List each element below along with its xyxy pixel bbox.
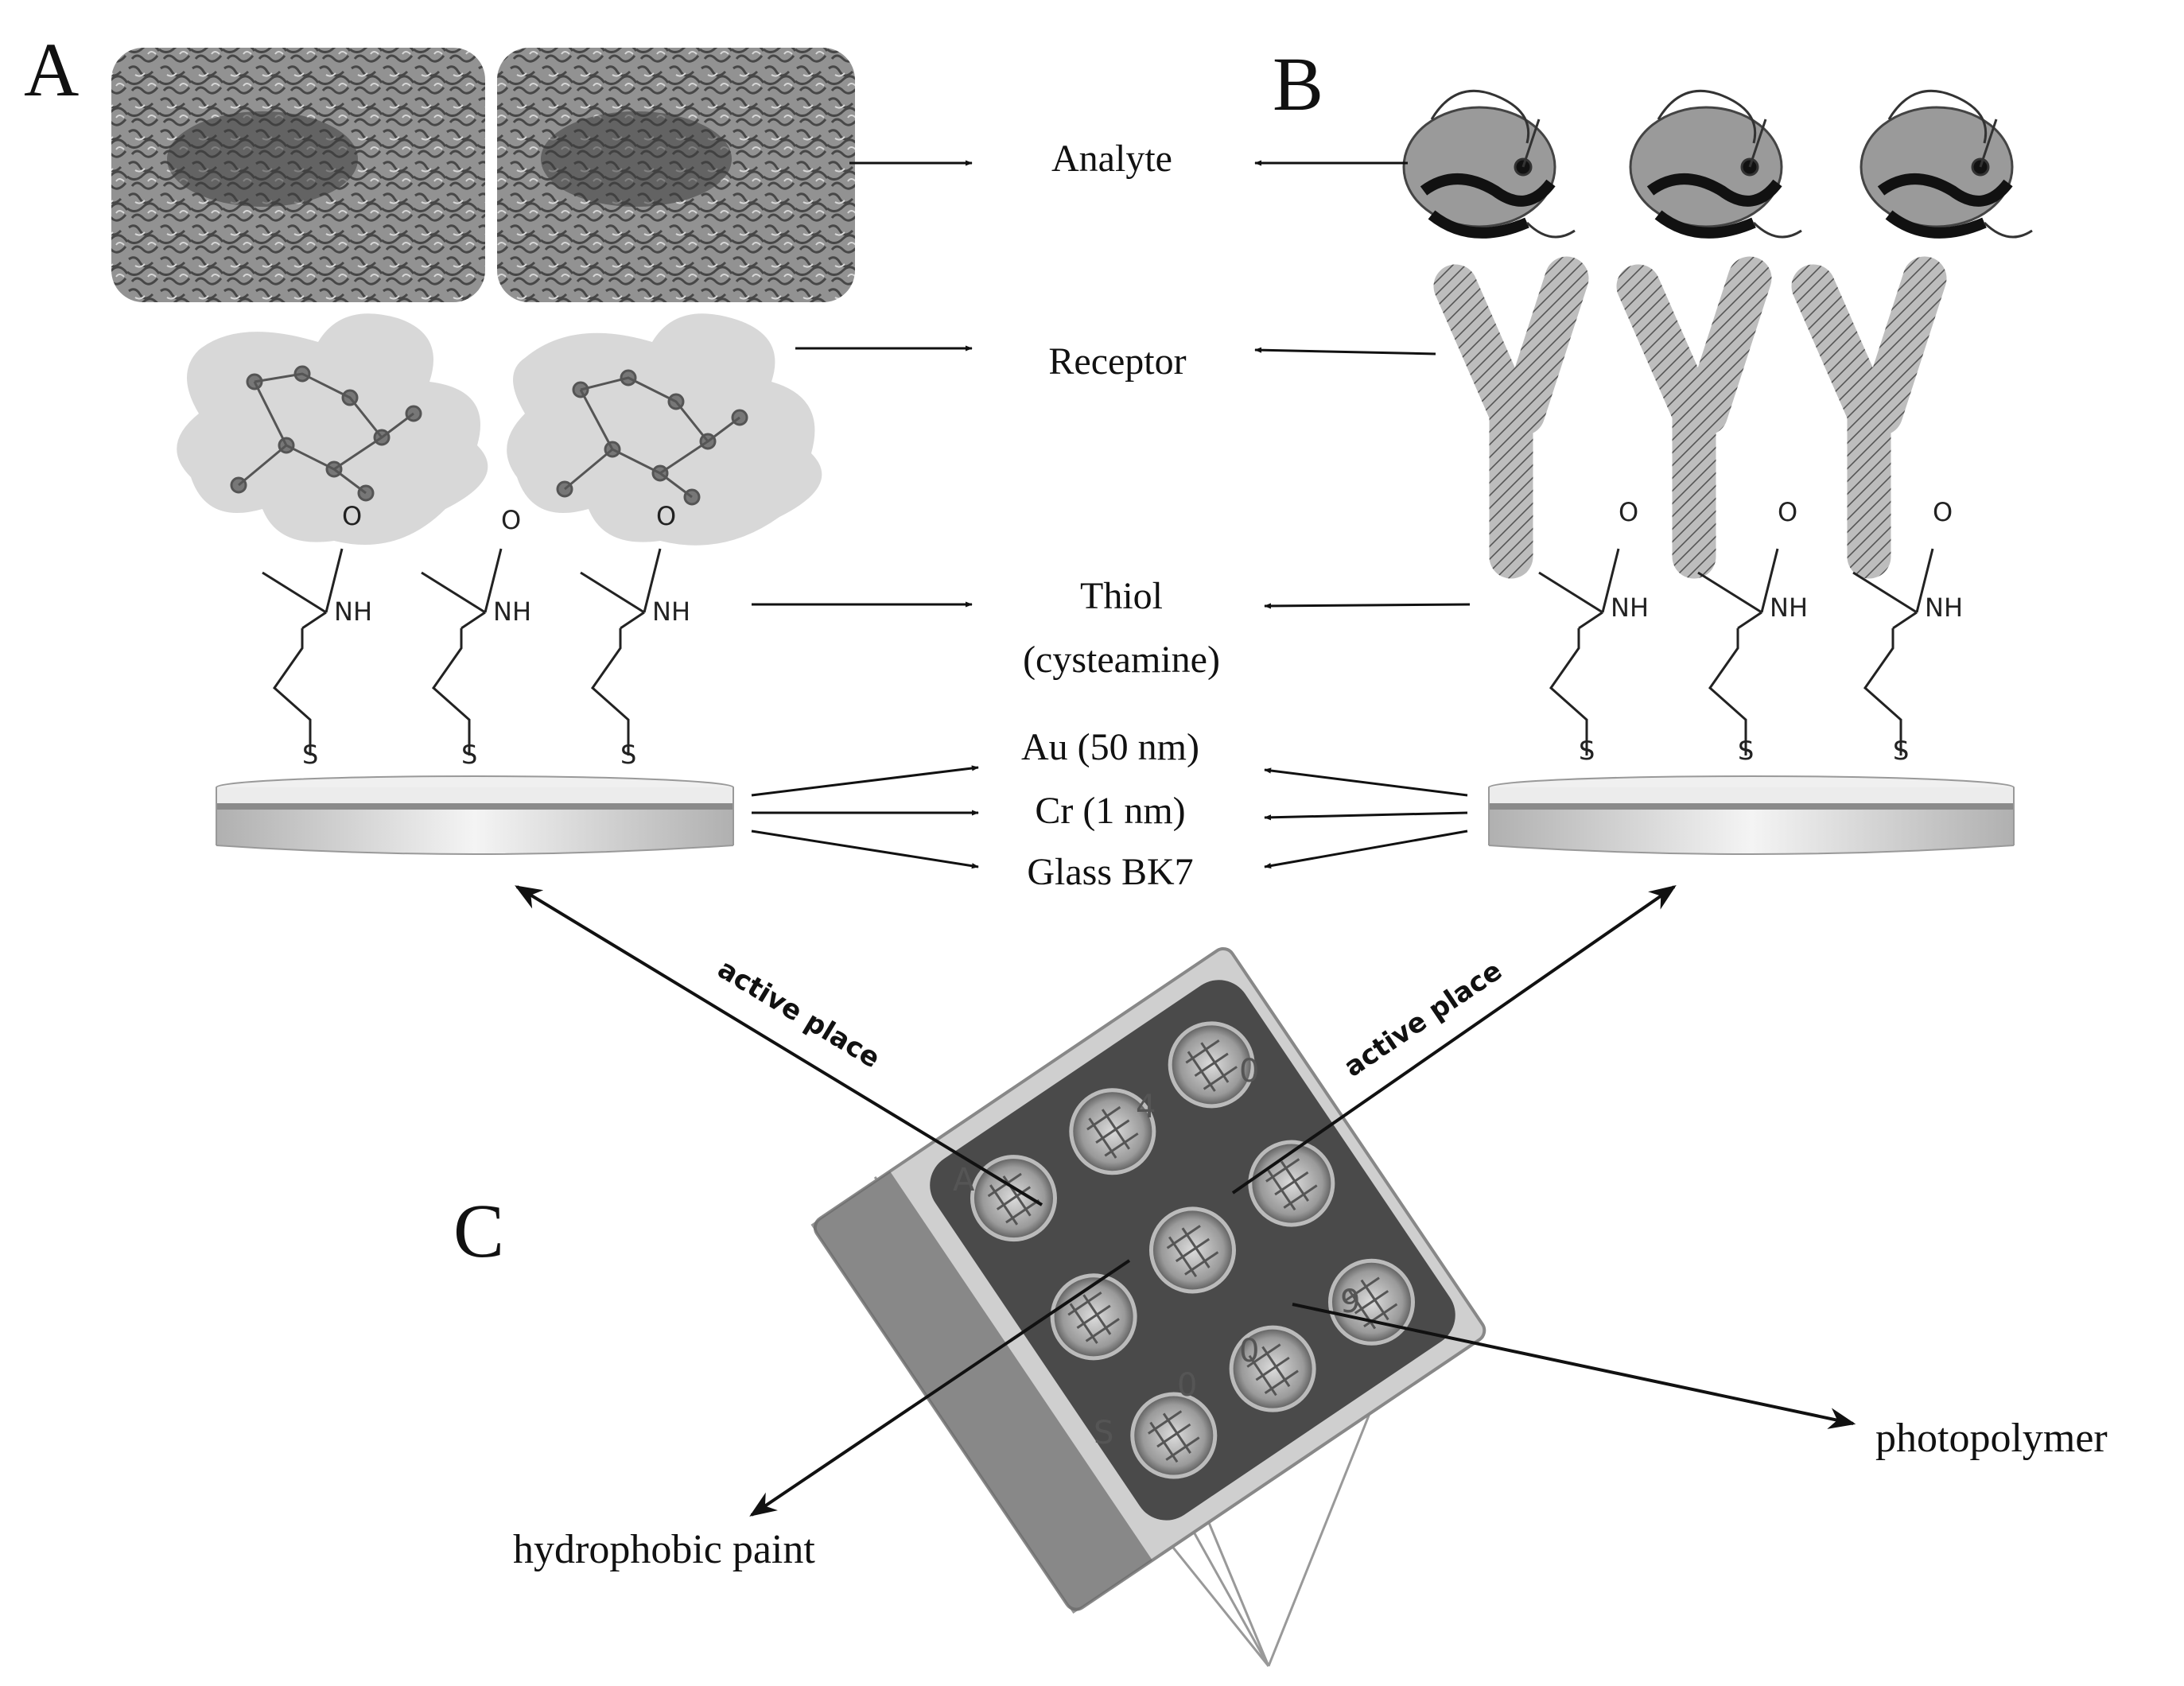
analyte-protein-b3 bbox=[1860, 89, 2033, 239]
arrow-glass-right bbox=[1264, 829, 1468, 869]
amine-label: NH bbox=[1770, 592, 1808, 623]
label-photopolymer: photopolymer bbox=[1875, 1416, 2108, 1461]
label-analyte: Analyte bbox=[1051, 138, 1172, 180]
arrow-active-place-right bbox=[1231, 885, 1677, 1195]
amine-label: NH bbox=[652, 596, 690, 627]
oxygen-label: O bbox=[501, 505, 521, 535]
pointer-arrows bbox=[751, 160, 1471, 869]
chip-mark: 0 bbox=[1239, 1053, 1259, 1090]
amine-label: NH bbox=[334, 596, 372, 627]
label-glass: Glass BK7 bbox=[1027, 851, 1193, 893]
oxygen-label: O bbox=[656, 501, 676, 531]
chip-wells bbox=[970, 1021, 1415, 1479]
substrate-slab-a bbox=[216, 775, 734, 855]
sulfur-label: S bbox=[461, 740, 477, 770]
amine-label: NH bbox=[493, 596, 531, 627]
panel-label-c: C bbox=[453, 1188, 504, 1273]
label-hydrophobic-paint: hydrophobic paint bbox=[513, 1527, 815, 1572]
panel-label-b: B bbox=[1273, 41, 1323, 126]
sulfur-label: S bbox=[1579, 736, 1595, 766]
arrow-active-place-left bbox=[515, 885, 1043, 1206]
label-thiol: Thiol bbox=[1080, 575, 1163, 617]
label-au: Au (50 nm) bbox=[1021, 726, 1199, 768]
chip-mark: 4 bbox=[1136, 1089, 1156, 1125]
linker-a1: O NH S bbox=[262, 501, 372, 770]
linker-a3: O NH S bbox=[580, 501, 690, 770]
receptor-molecule-a2 bbox=[507, 313, 822, 546]
analyte-protein-b1 bbox=[1402, 89, 1576, 239]
chip-marks: A 4 0 9 0 0 S bbox=[953, 1053, 1360, 1451]
chip-mark: A bbox=[953, 1162, 975, 1198]
oxygen-label: O bbox=[1933, 497, 1953, 527]
arrow-au-left bbox=[751, 765, 979, 797]
amine-label: NH bbox=[1925, 592, 1963, 623]
sulfur-label: S bbox=[1893, 736, 1909, 766]
analyte-protein-a2 bbox=[497, 48, 855, 302]
label-receptor: Receptor bbox=[1048, 340, 1186, 383]
antibody-receptor-b3 bbox=[1791, 256, 1947, 579]
arrow-photopolymer bbox=[1292, 1303, 1856, 1429]
panel-label-a: A bbox=[24, 27, 79, 112]
chip-mark: 0 bbox=[1177, 1367, 1197, 1404]
arrow-thiol-right bbox=[1264, 603, 1471, 609]
arrow-au-right bbox=[1264, 767, 1468, 797]
label-cr: Cr (1 nm) bbox=[1035, 790, 1185, 832]
label-cysteamine: (cysteamine) bbox=[1023, 639, 1220, 681]
arrow-hydrophobic-paint bbox=[749, 1259, 1131, 1517]
arrow-cr-right bbox=[1264, 811, 1468, 821]
sulfur-label: S bbox=[1738, 736, 1754, 766]
chip-mark: 0 bbox=[1239, 1333, 1259, 1369]
antibody-receptor-b2 bbox=[1616, 256, 1772, 579]
analyte-protein-b2 bbox=[1629, 89, 1802, 239]
substrate-slab-b bbox=[1488, 775, 2015, 855]
oxygen-label: O bbox=[1619, 497, 1638, 527]
receptor-molecule-a1 bbox=[177, 313, 488, 545]
sulfur-label: S bbox=[302, 740, 318, 770]
arrow-receptor-right bbox=[1254, 347, 1436, 355]
amine-label: NH bbox=[1611, 592, 1649, 623]
analyte-protein-a1 bbox=[111, 48, 485, 302]
linker-a2: O NH S bbox=[421, 505, 531, 770]
oxygen-label: O bbox=[342, 501, 362, 531]
oxygen-label: O bbox=[1778, 497, 1797, 527]
sulfur-label: S bbox=[620, 740, 636, 770]
arrow-glass-left bbox=[751, 829, 979, 869]
chip-mark: S bbox=[1094, 1415, 1113, 1451]
sensor-chip-photo bbox=[810, 947, 1486, 1614]
linker-b1: O NH S bbox=[1538, 497, 1649, 766]
linker-b3: O NH S bbox=[1852, 497, 1963, 766]
antibody-receptor-b1 bbox=[1433, 256, 1589, 579]
linker-b2: O NH S bbox=[1697, 497, 1808, 766]
